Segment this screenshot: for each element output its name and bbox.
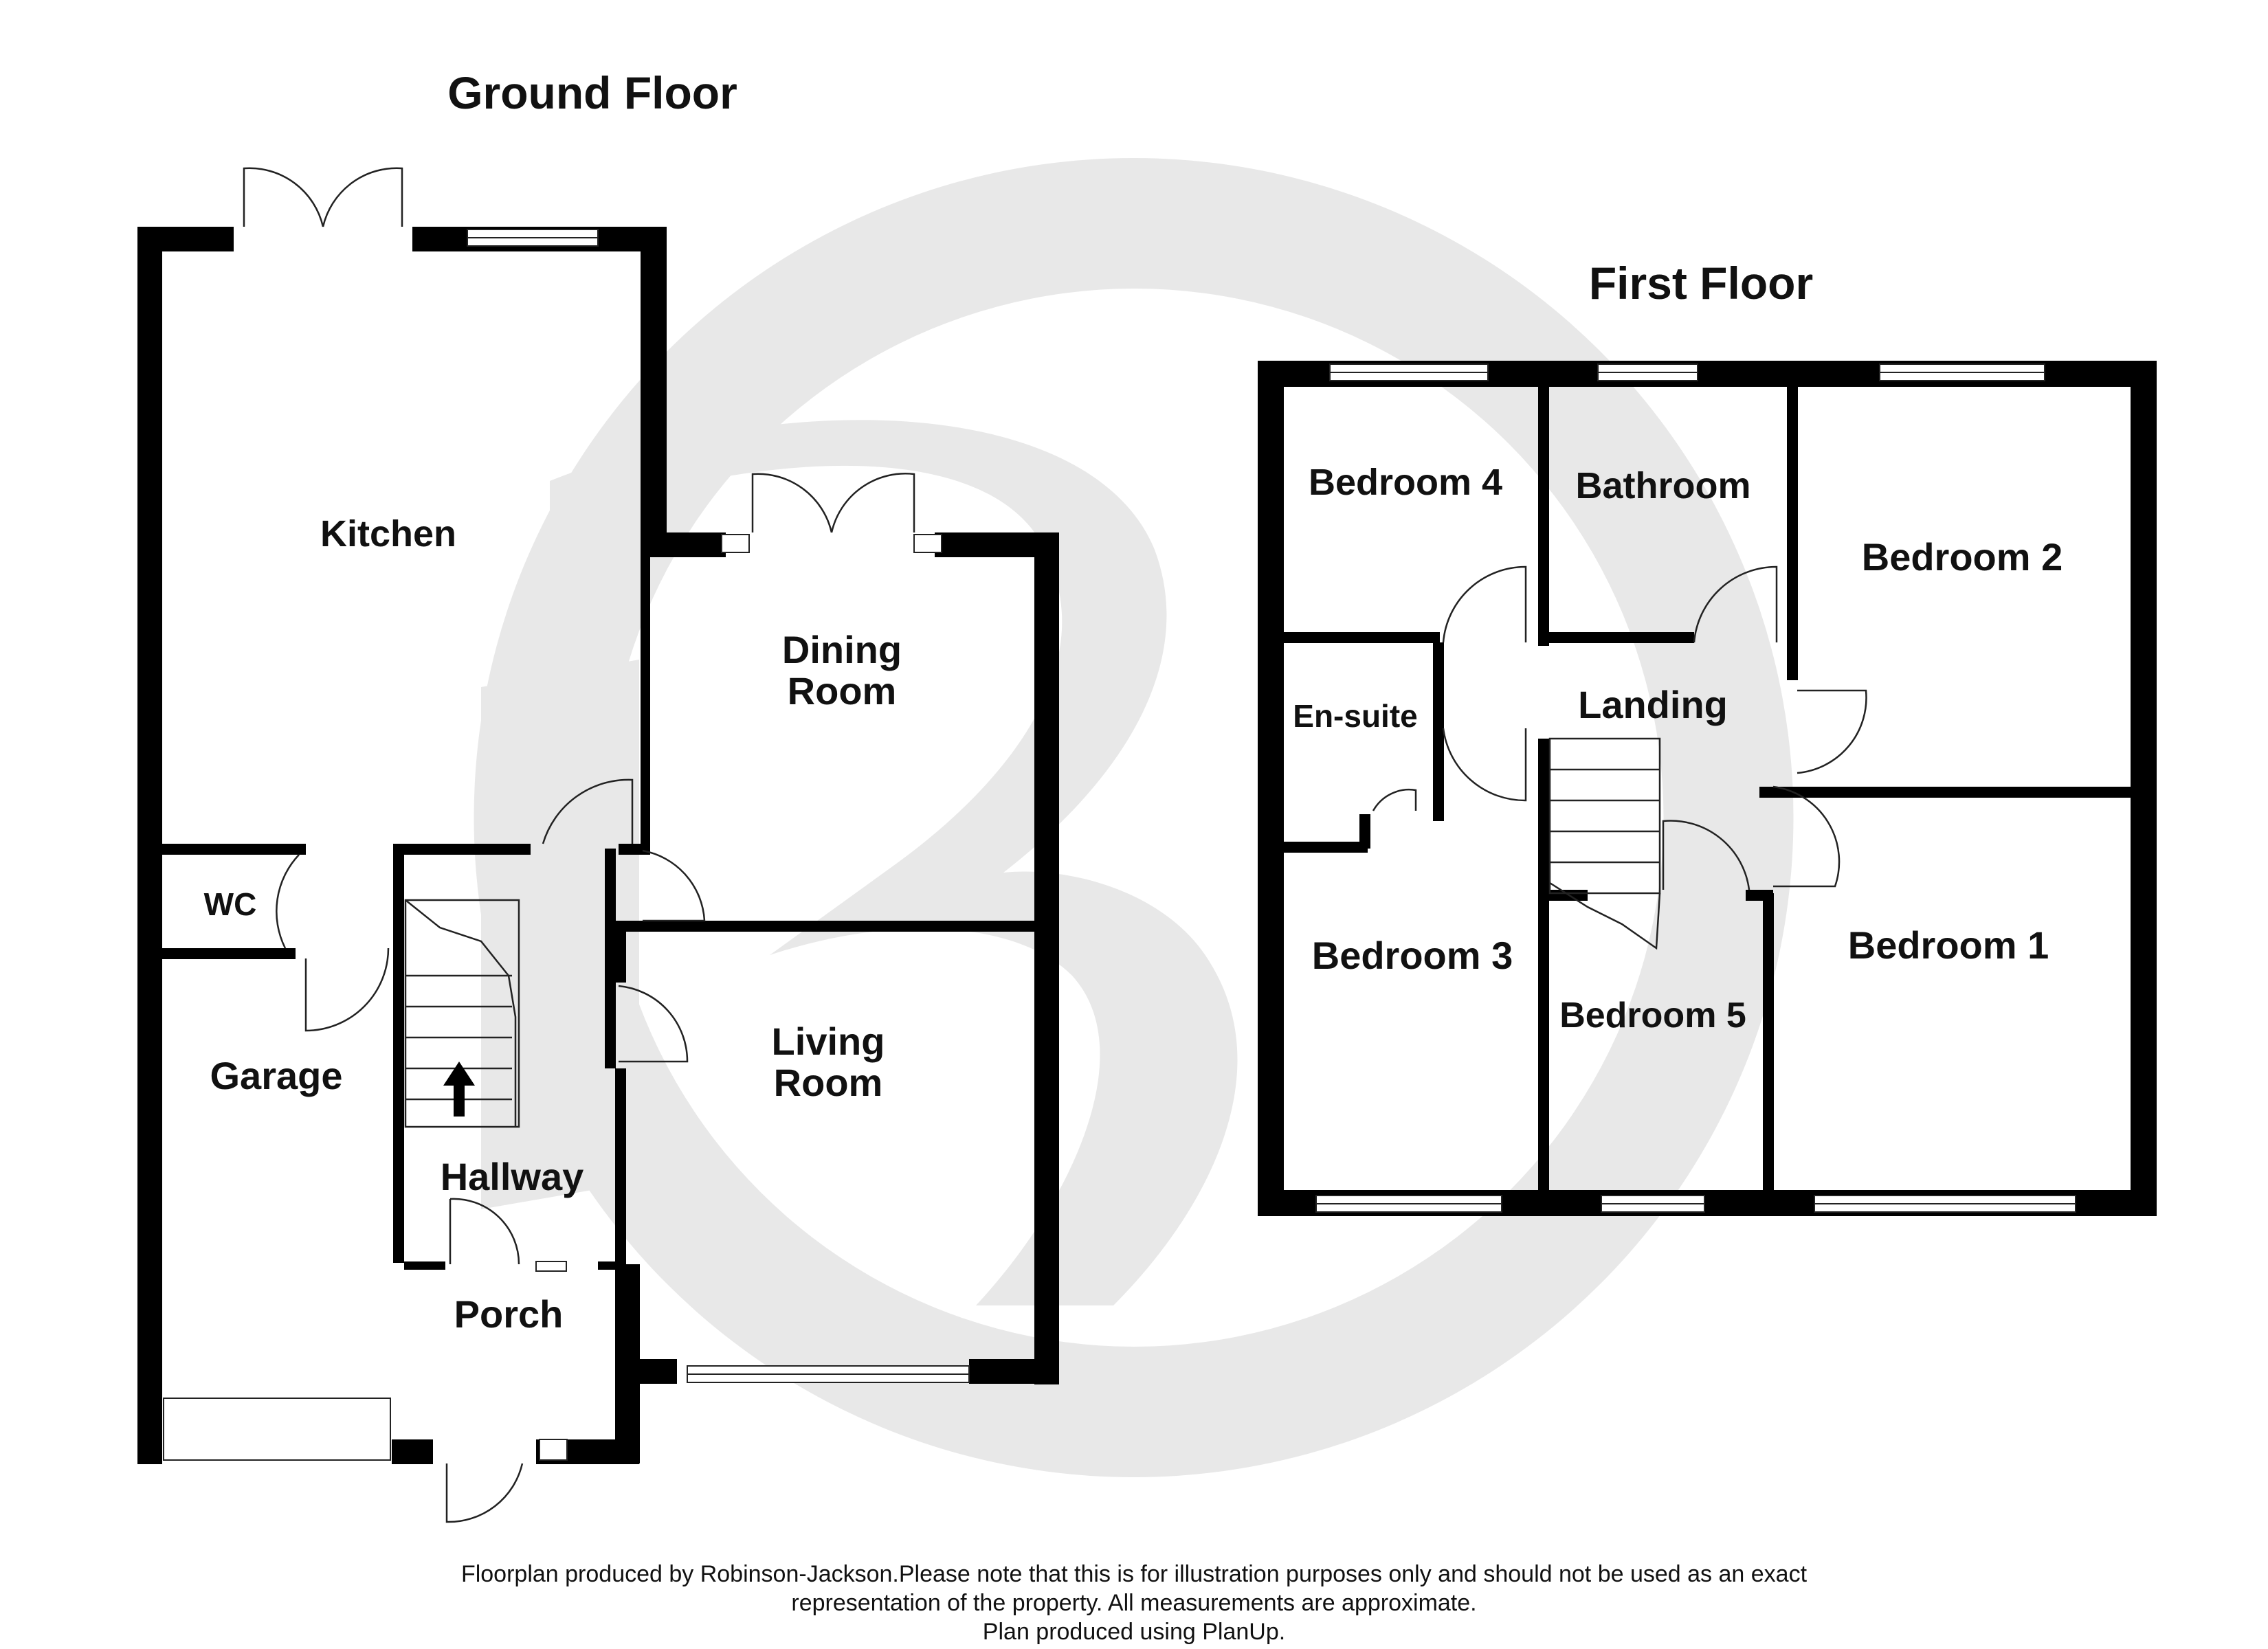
room-label-garage: Garage (210, 1054, 343, 1097)
room-label-bedroom-4: Bedroom 4 (1309, 462, 1502, 503)
room-label-living-line1: Living (772, 1020, 885, 1063)
disclaimer-line-1: Floorplan produced by Robinson-Jackson.P… (460, 1561, 1808, 1587)
room-label-porch: Porch (454, 1292, 564, 1336)
first-floor-windows (1315, 363, 2076, 1213)
room-label-wc: WC (204, 886, 257, 922)
room-label-living-line2: Room (774, 1061, 883, 1104)
disclaimer-line-2: representation of the property. All meas… (791, 1590, 1477, 1616)
first-floor-title: First Floor (1589, 258, 1813, 309)
room-label-bedroom-2: Bedroom 2 (1862, 535, 2063, 579)
watermark-logo (474, 158, 1794, 1477)
stairs-up-arrow (443, 1062, 475, 1117)
room-label-kitchen: Kitchen (320, 513, 456, 554)
room-label-dining-line1: Dining (782, 628, 902, 671)
ground-floor-walls (137, 227, 1059, 1464)
room-label-hallway: Hallway (441, 1155, 584, 1198)
room-label-landing: Landing (1578, 683, 1728, 726)
room-label-ensuite: En-suite (1293, 698, 1417, 734)
room-label-bedroom-3: Bedroom 3 (1312, 934, 1513, 977)
room-label-dining-line2: Room (788, 669, 897, 713)
ground-floor-doors (243, 167, 915, 1523)
disclaimer-footer: Floorplan produced by Robinson-Jackson.P… (0, 1560, 2268, 1646)
room-label-bedroom-1: Bedroom 1 (1848, 923, 2049, 967)
ground-floor-windows (163, 229, 970, 1461)
room-label-bathroom: Bathroom (1576, 465, 1751, 506)
first-floor-stairs (1548, 737, 1661, 950)
room-label-bedroom-5: Bedroom 5 (1559, 996, 1746, 1035)
disclaimer-line-3: Plan produced using PlanUp. (982, 1619, 1286, 1645)
first-floor-doors (1372, 565, 1867, 890)
ground-floor-title: Ground Floor (447, 67, 737, 118)
